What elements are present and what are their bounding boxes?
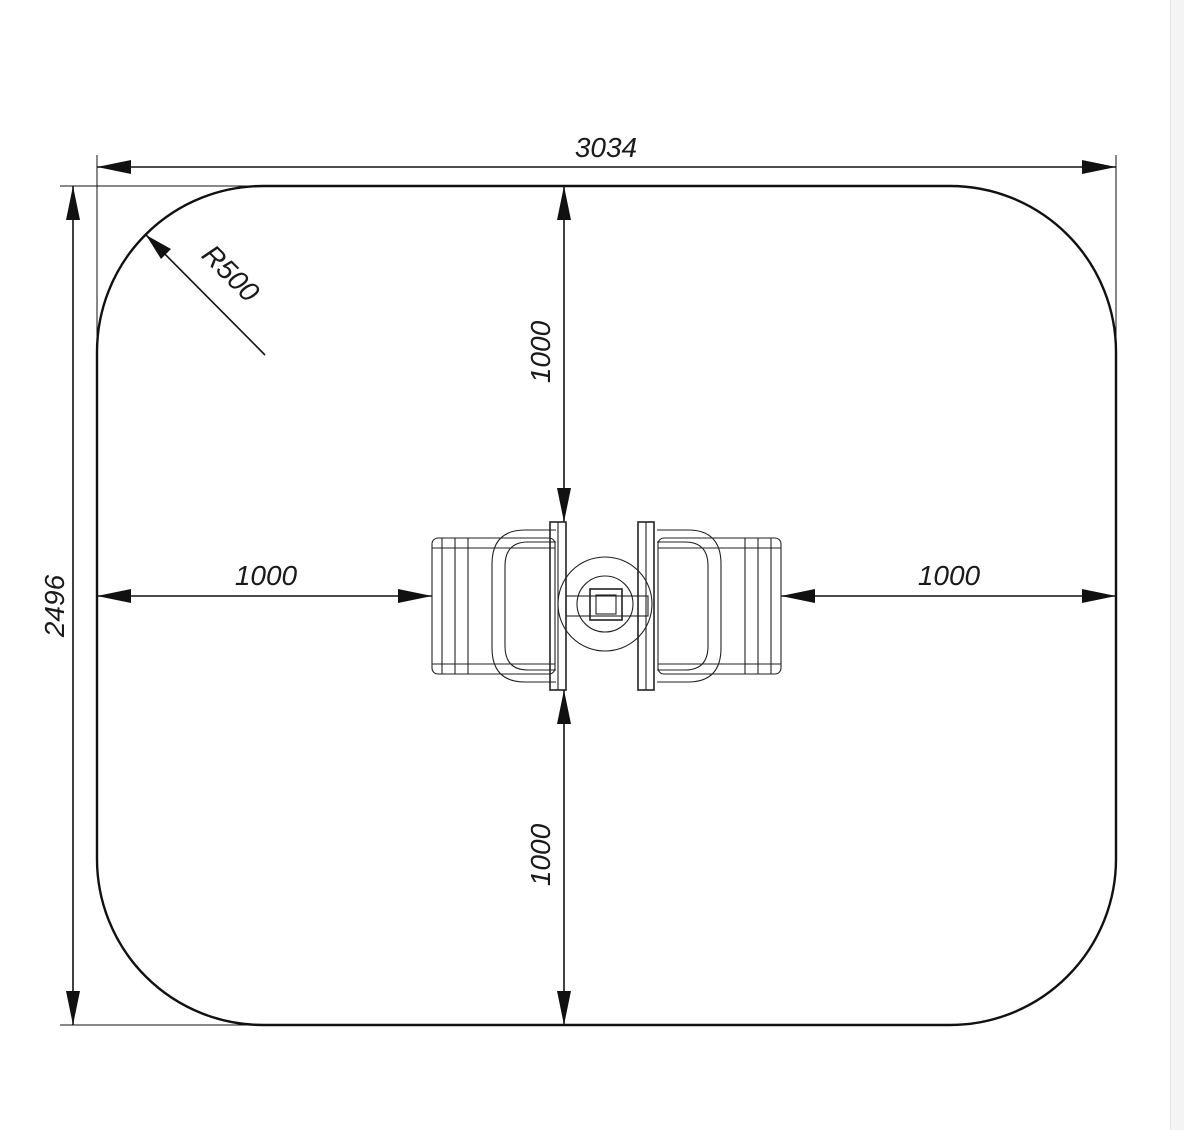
equipment-carousel [431,521,782,691]
left-seat-handle [491,529,556,683]
safety-zone-outline [95,184,1118,1027]
dimension-clearance-bottom: 1000 [525,690,571,1025]
corner-radius-label: R500 [196,239,266,309]
dimension-clearance-right: 1000 [781,560,1116,603]
right-seat [637,521,782,691]
carousel-hub [589,588,623,621]
clearance-top-label: 1000 [525,320,556,383]
clearance-right-label: 1000 [918,560,981,591]
dimension-overall-width: 3034 [97,132,1116,174]
right-seat-handle [657,529,722,683]
overall-width-label: 3034 [575,132,637,163]
dimension-overall-height: 2496 [39,186,80,1025]
dimension-clearance-left: 1000 [97,560,432,603]
clearance-bottom-label: 1000 [525,823,556,886]
dimension-corner-radius: R500 [145,234,266,356]
page-edge-strip [1170,0,1184,1130]
clearance-left-label: 1000 [235,560,298,591]
overall-height-label: 2496 [39,574,70,638]
dimension-clearance-top: 1000 [525,186,571,522]
left-seat [431,521,567,691]
